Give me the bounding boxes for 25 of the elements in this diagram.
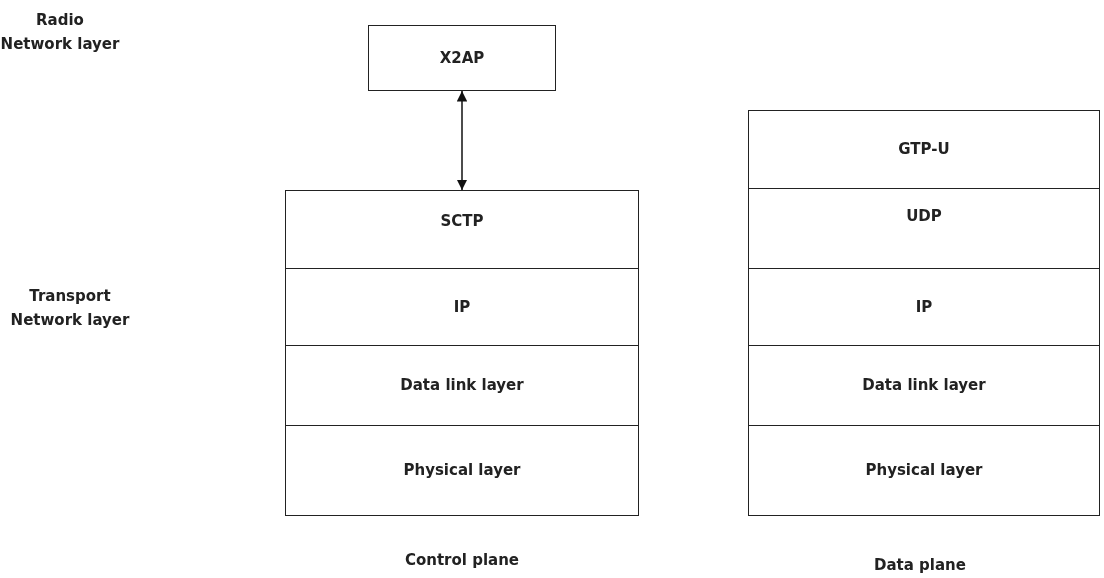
protocol-layer-box: [285, 190, 639, 269]
protocol-layer-box: [368, 25, 556, 91]
layer-name: UDP: [906, 206, 942, 228]
protocol-layer-box: [285, 345, 639, 426]
layer-name: Data link layer: [400, 375, 524, 397]
layer-name: Physical layer: [865, 460, 983, 482]
layer-name: Physical layer: [403, 460, 521, 482]
layer-name: X2AP: [439, 47, 485, 69]
protocol-layer-box: [748, 425, 1100, 516]
protocol-layer-box: [285, 268, 639, 346]
protocol-layer-box: [285, 425, 639, 516]
layer-name: GTP-U: [898, 139, 950, 161]
plane-caption: Control plane: [403, 550, 521, 571]
layer-name: SCTP: [440, 211, 484, 233]
protocol-layer-box: [748, 188, 1100, 269]
layer-name: IP: [453, 296, 471, 318]
double-arrow: [456, 90, 468, 191]
plane-caption: Data plane: [873, 555, 967, 576]
layer-name: Data link layer: [862, 375, 986, 397]
protocol-layer-box: [748, 345, 1100, 426]
protocol-layer-box: [748, 268, 1100, 346]
layer-group-label: Transport Network layer: [9, 286, 131, 331]
protocol-layer-box: [748, 110, 1100, 189]
layer-group-label: Radio Network layer: [0, 10, 120, 55]
layer-name: IP: [915, 296, 933, 318]
